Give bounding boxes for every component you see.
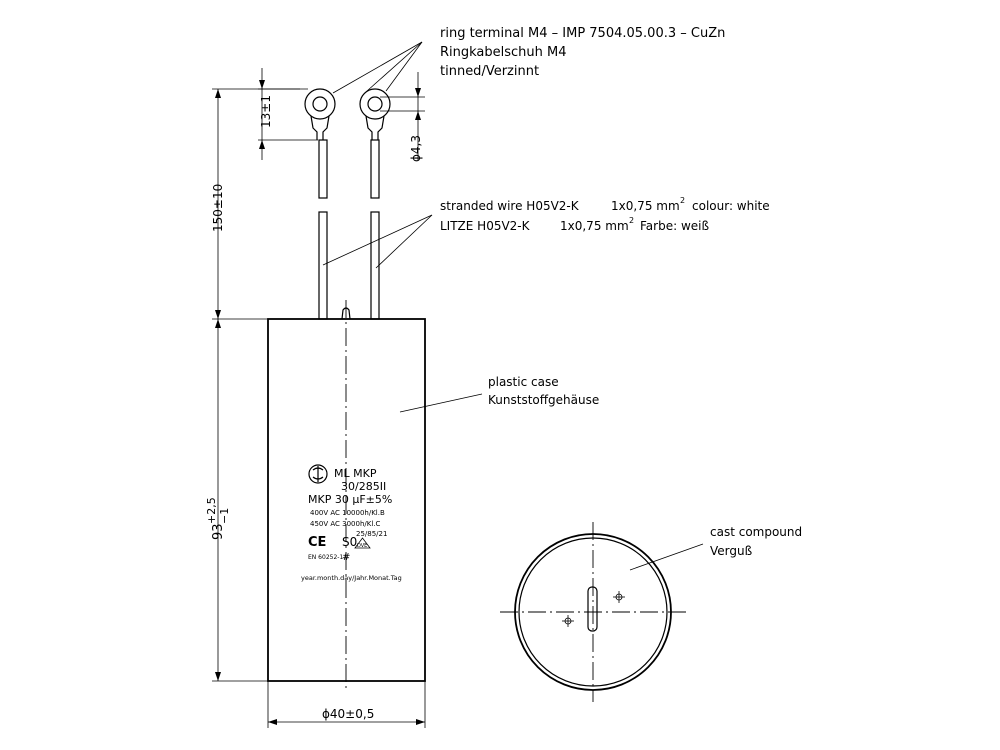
svg-text:2: 2 xyxy=(680,196,685,205)
climate-class: 25/85/21 xyxy=(356,530,387,538)
dim-lead-length-label: 150±10 xyxy=(211,184,225,232)
wire-left xyxy=(318,139,328,320)
stranded-wire-text-1: stranded wire H05V2-K 1x0,75 mm 2 colour… xyxy=(440,196,770,213)
product-label: ML MKP 30/285II MKP 30 μF±5% 400V AC 100… xyxy=(301,464,402,582)
dim-body-diameter xyxy=(267,681,426,728)
wire-right xyxy=(370,139,380,320)
capacitor-body xyxy=(267,318,426,682)
stranded-wire-leaders xyxy=(322,214,433,269)
svg-text:−1: −1 xyxy=(218,508,231,524)
label-line-2: 30/285II xyxy=(341,480,386,493)
ce-mark: CE xyxy=(308,535,326,550)
dim-hole-diameter-label: ϕ4,3 xyxy=(409,135,423,162)
ring-terminal-right xyxy=(359,88,391,140)
standard-text: EN 60252-1 xyxy=(308,554,343,561)
s-mark: S0 xyxy=(342,535,357,549)
svg-text:2: 2 xyxy=(629,216,634,225)
plastic-case-leader xyxy=(399,393,483,413)
date-code: year.month.day/Jahr.Monat.Tag xyxy=(301,574,402,582)
dim-body-height-label: 93 +2,5 −1 xyxy=(205,497,231,540)
label-line-4: 400V AC 10000h/Kl.B xyxy=(310,509,385,517)
ring-terminal-text-3: tinned/Verzinnt xyxy=(440,64,539,79)
label-line-1: ML MKP xyxy=(334,467,377,480)
ring-terminal-text-1: ring terminal M4 – IMP 7504.05.00.3 – Cu… xyxy=(440,26,725,41)
top-view xyxy=(500,522,686,702)
svg-text:1x0,75 mm: 1x0,75 mm xyxy=(560,219,629,233)
dim-body-diameter-label: ϕ40±0,5 xyxy=(322,707,374,721)
svg-text:Farbe: weiß: Farbe: weiß xyxy=(640,219,709,233)
svg-text:colour: white: colour: white xyxy=(692,199,770,213)
dim-hole-diameter xyxy=(380,72,425,160)
stranded-wire-text-2: LITZE H05V2-K 1x0,75 mm 2 Farbe: weiß xyxy=(440,216,709,233)
ring-terminal-leaders xyxy=(332,41,423,94)
label-line-3: MKP 30 μF±5% xyxy=(308,493,392,506)
svg-text:LITZE H05V2-K: LITZE H05V2-K xyxy=(440,219,531,233)
hash-mark: # xyxy=(342,552,350,563)
vde-mark: DVE xyxy=(357,543,367,549)
plastic-case-text-1: plastic case xyxy=(488,375,559,389)
svg-text:1x0,75 mm: 1x0,75 mm xyxy=(611,199,680,213)
svg-text:stranded wire H05V2-K: stranded wire H05V2-K xyxy=(440,199,580,213)
cast-compound-leader xyxy=(629,543,704,571)
cast-compound-text-2: Verguß xyxy=(710,544,753,558)
vde-triangle xyxy=(354,537,371,549)
svg-text:+2,5: +2,5 xyxy=(205,497,218,524)
manufacturer-logo xyxy=(308,464,328,484)
cast-compound-text-1: cast compound xyxy=(710,525,802,539)
label-line-5: 450V AC 3000h/Kl.C xyxy=(310,520,381,528)
dim-body-height xyxy=(212,319,268,682)
dim-lead-length xyxy=(212,88,300,320)
ring-terminal-text-2: Ringkabelschuh M4 xyxy=(440,45,567,60)
svg-text:93: 93 xyxy=(211,523,226,540)
ring-terminal-left xyxy=(304,88,336,140)
dim-terminal-height-label: 13±1 xyxy=(259,95,273,128)
plastic-case-text-2: Kunststoffgehäuse xyxy=(488,393,599,407)
